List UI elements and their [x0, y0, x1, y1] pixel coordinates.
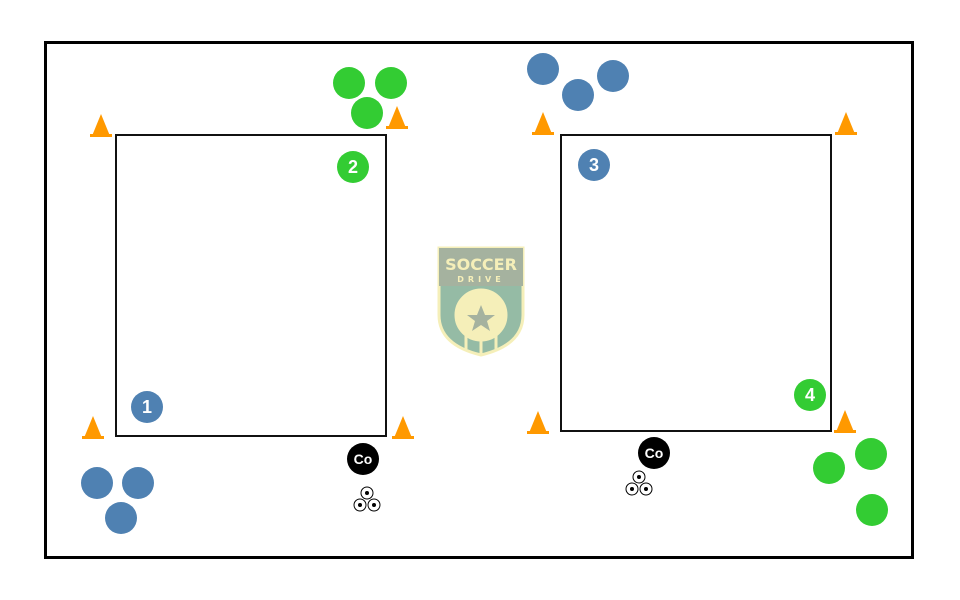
green-player	[855, 438, 887, 470]
blue-player	[122, 467, 154, 499]
green-player	[351, 97, 383, 129]
green-player	[813, 452, 845, 484]
green-player	[856, 494, 888, 526]
right-grid	[560, 134, 832, 432]
cone	[527, 411, 549, 434]
svg-text:SOCCER: SOCCER	[445, 255, 517, 274]
green-player	[375, 67, 407, 99]
soccer-drive-logo: SOCCER DRIVE	[437, 246, 525, 357]
pitch-boundary	[44, 41, 914, 559]
cone	[386, 106, 408, 129]
soccer-balls-icon	[625, 470, 653, 496]
cone	[834, 410, 856, 433]
soccer-balls-icon	[353, 486, 381, 512]
coach: Co	[347, 443, 379, 475]
blue-player	[597, 60, 629, 92]
cone	[90, 114, 112, 137]
left-grid	[115, 134, 387, 437]
coach: Co	[638, 437, 670, 469]
player-3: 3	[578, 149, 610, 181]
blue-player	[562, 79, 594, 111]
blue-player	[527, 53, 559, 85]
blue-player	[105, 502, 137, 534]
player-1: 1	[131, 391, 163, 423]
cone	[82, 416, 104, 439]
player-2: 2	[337, 151, 369, 183]
cone	[392, 416, 414, 439]
svg-text:DRIVE: DRIVE	[457, 275, 504, 284]
cone	[532, 112, 554, 135]
green-player	[333, 67, 365, 99]
blue-player	[81, 467, 113, 499]
player-4: 4	[794, 379, 826, 411]
cone	[835, 112, 857, 135]
